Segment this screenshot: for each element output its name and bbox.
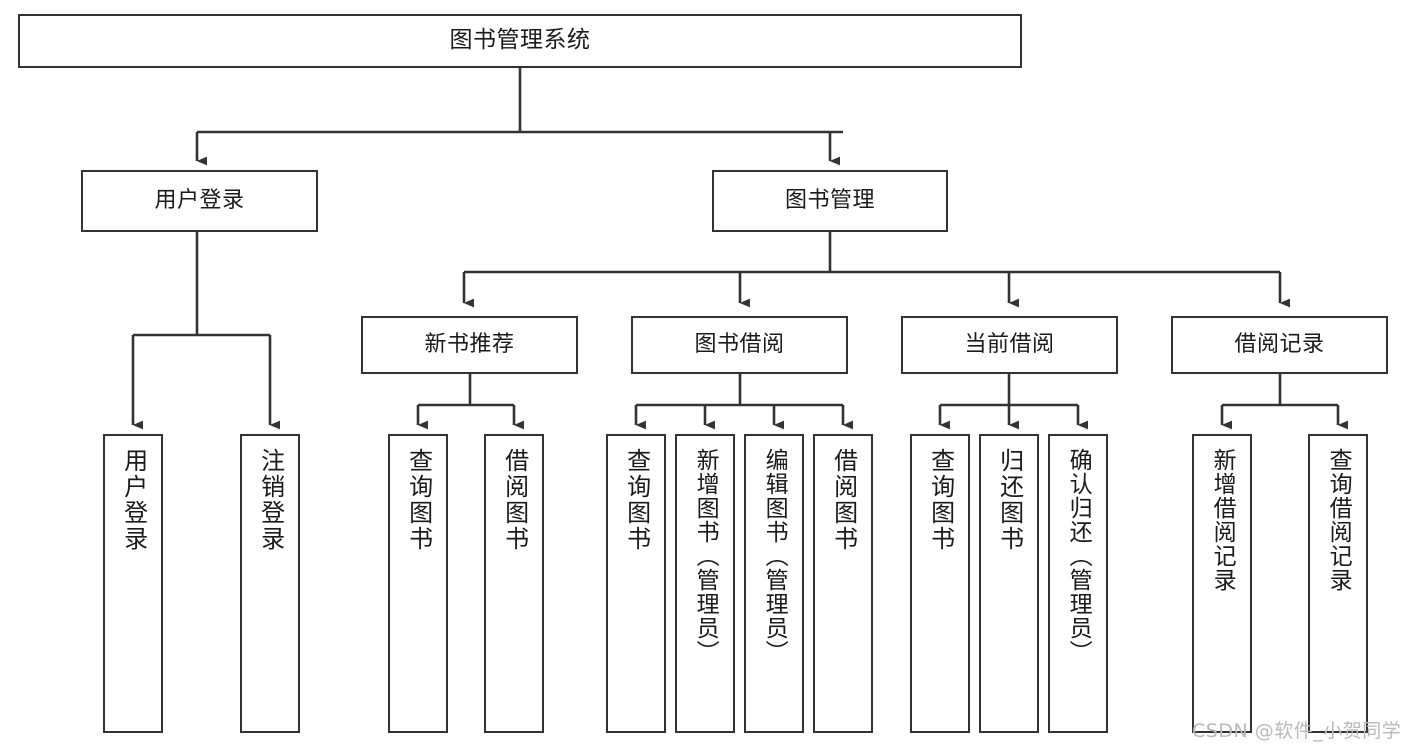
node-leaf-user-login[interactable]: 用户登录: [103, 434, 163, 733]
node-book-borrow[interactable]: 图书借阅: [631, 316, 848, 374]
node-borrow-records[interactable]: 借阅记录: [1171, 316, 1388, 374]
node-label: 用户登录: [154, 188, 245, 214]
node-leaf-logout[interactable]: 注销登录: [240, 434, 300, 733]
node-leaf-query-books-borrow[interactable]: 查询图书: [606, 434, 666, 733]
node-label: 图书管理: [784, 188, 875, 214]
node-leaf-edit-book-admin[interactable]: 编辑图书（管理员）: [744, 434, 804, 733]
node-label: 查询图书: [404, 448, 433, 552]
node-label: 确认归还（管理员）: [1065, 448, 1092, 664]
node-label: 新增借阅记录: [1209, 448, 1236, 592]
node-label: 当前借阅: [964, 332, 1055, 358]
node-label: 新增图书（管理员）: [692, 448, 719, 664]
node-label: 归还图书: [995, 448, 1024, 552]
node-user-login[interactable]: 用户登录: [81, 170, 318, 232]
node-label: 查询借阅记录: [1325, 448, 1352, 592]
node-leaf-query-books-recommend[interactable]: 查询图书: [388, 434, 448, 733]
node-leaf-query-books-current[interactable]: 查询图书: [910, 434, 970, 733]
node-leaf-borrow-books[interactable]: 借阅图书: [813, 434, 873, 733]
node-new-book-recommend[interactable]: 新书推荐: [361, 316, 578, 374]
node-leaf-borrow-books-recommend[interactable]: 借阅图书: [484, 434, 544, 733]
node-label: 图书借阅: [694, 332, 785, 358]
node-leaf-return-books[interactable]: 归还图书: [979, 434, 1039, 733]
node-label: 借阅图书: [829, 448, 858, 552]
node-book-management[interactable]: 图书管理: [712, 170, 948, 232]
node-label: 编辑图书（管理员）: [761, 448, 788, 664]
node-label: 借阅记录: [1234, 332, 1325, 358]
node-label: 查询图书: [622, 448, 651, 552]
node-leaf-query-borrow-record[interactable]: 查询借阅记录: [1308, 434, 1368, 733]
csdn-watermark: CSDN @软件_小贺同学: [1192, 720, 1402, 742]
node-current-borrow[interactable]: 当前借阅: [901, 316, 1118, 374]
node-label: 查询图书: [926, 448, 955, 552]
node-leaf-add-borrow-record[interactable]: 新增借阅记录: [1192, 434, 1252, 733]
node-label: 新书推荐: [424, 332, 515, 358]
node-root-system[interactable]: 图书管理系统: [18, 14, 1022, 68]
node-label: 注销登录: [256, 448, 285, 552]
node-label: 图书管理系统: [449, 27, 591, 54]
node-label: 借阅图书: [500, 448, 529, 552]
node-leaf-add-book-admin[interactable]: 新增图书（管理员）: [675, 434, 735, 733]
node-leaf-confirm-return-admin[interactable]: 确认归还（管理员）: [1048, 434, 1108, 733]
node-label: 用户登录: [119, 448, 148, 552]
